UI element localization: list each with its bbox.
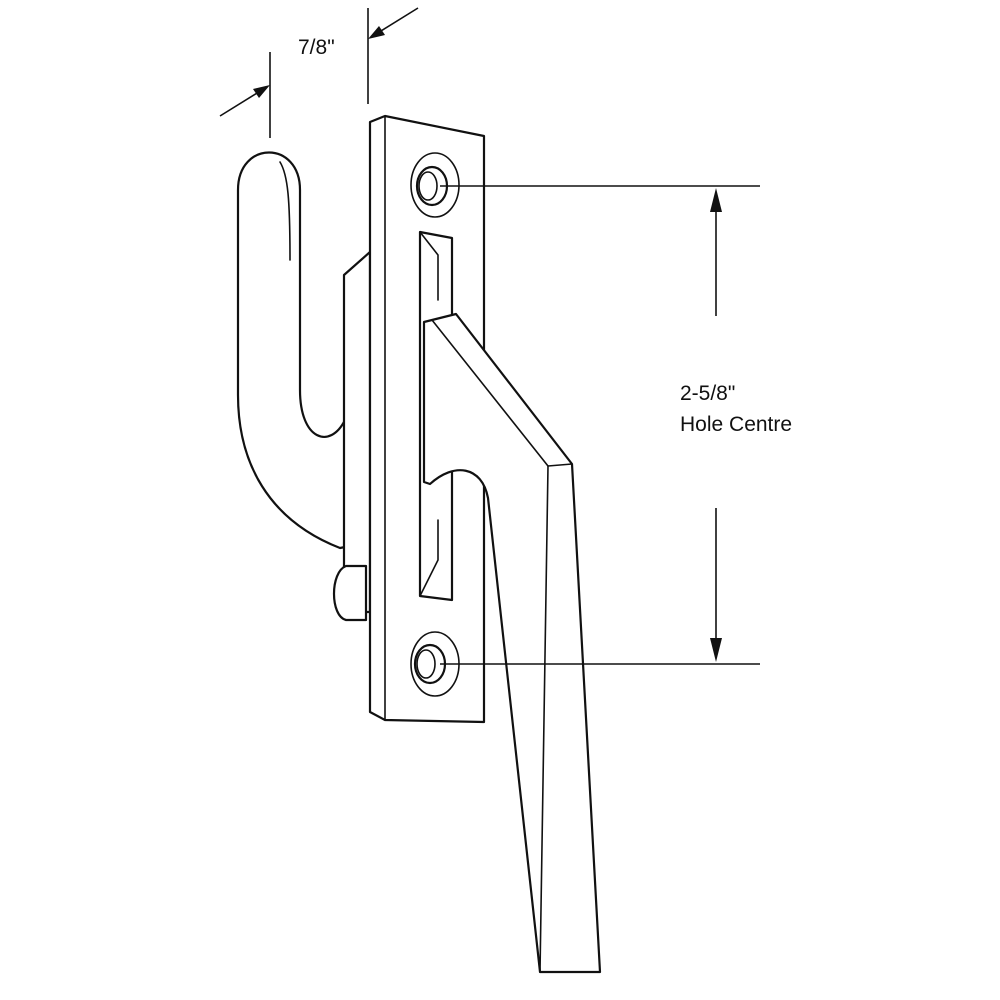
side-block xyxy=(342,250,372,614)
upper-screw-hole xyxy=(418,171,438,201)
width-arrow-left-shaft xyxy=(219,89,263,117)
width-dimension-label: 7/8" xyxy=(298,36,335,59)
upper-screw-countersink xyxy=(410,152,460,218)
hole-dimension-caption: Hole Centre xyxy=(680,413,792,436)
width-arrow-left-head xyxy=(253,85,270,98)
hole-dimension-value: 2-5/8" xyxy=(680,382,735,405)
hole-dimension-lower-arrowhead xyxy=(710,638,722,662)
width-arrow-right-shaft xyxy=(375,7,419,35)
hook-edge-line xyxy=(279,161,291,261)
lower-screw-hole xyxy=(416,649,436,679)
handle-face-edge xyxy=(539,465,549,973)
hole-dimension-upper-arrowhead xyxy=(710,188,722,212)
width-arrow-right-head xyxy=(368,26,385,39)
pivot-stub xyxy=(333,564,368,622)
latch-handle xyxy=(422,312,602,974)
slot-lower-edge xyxy=(419,519,439,597)
slot-inner-edge xyxy=(419,231,439,301)
